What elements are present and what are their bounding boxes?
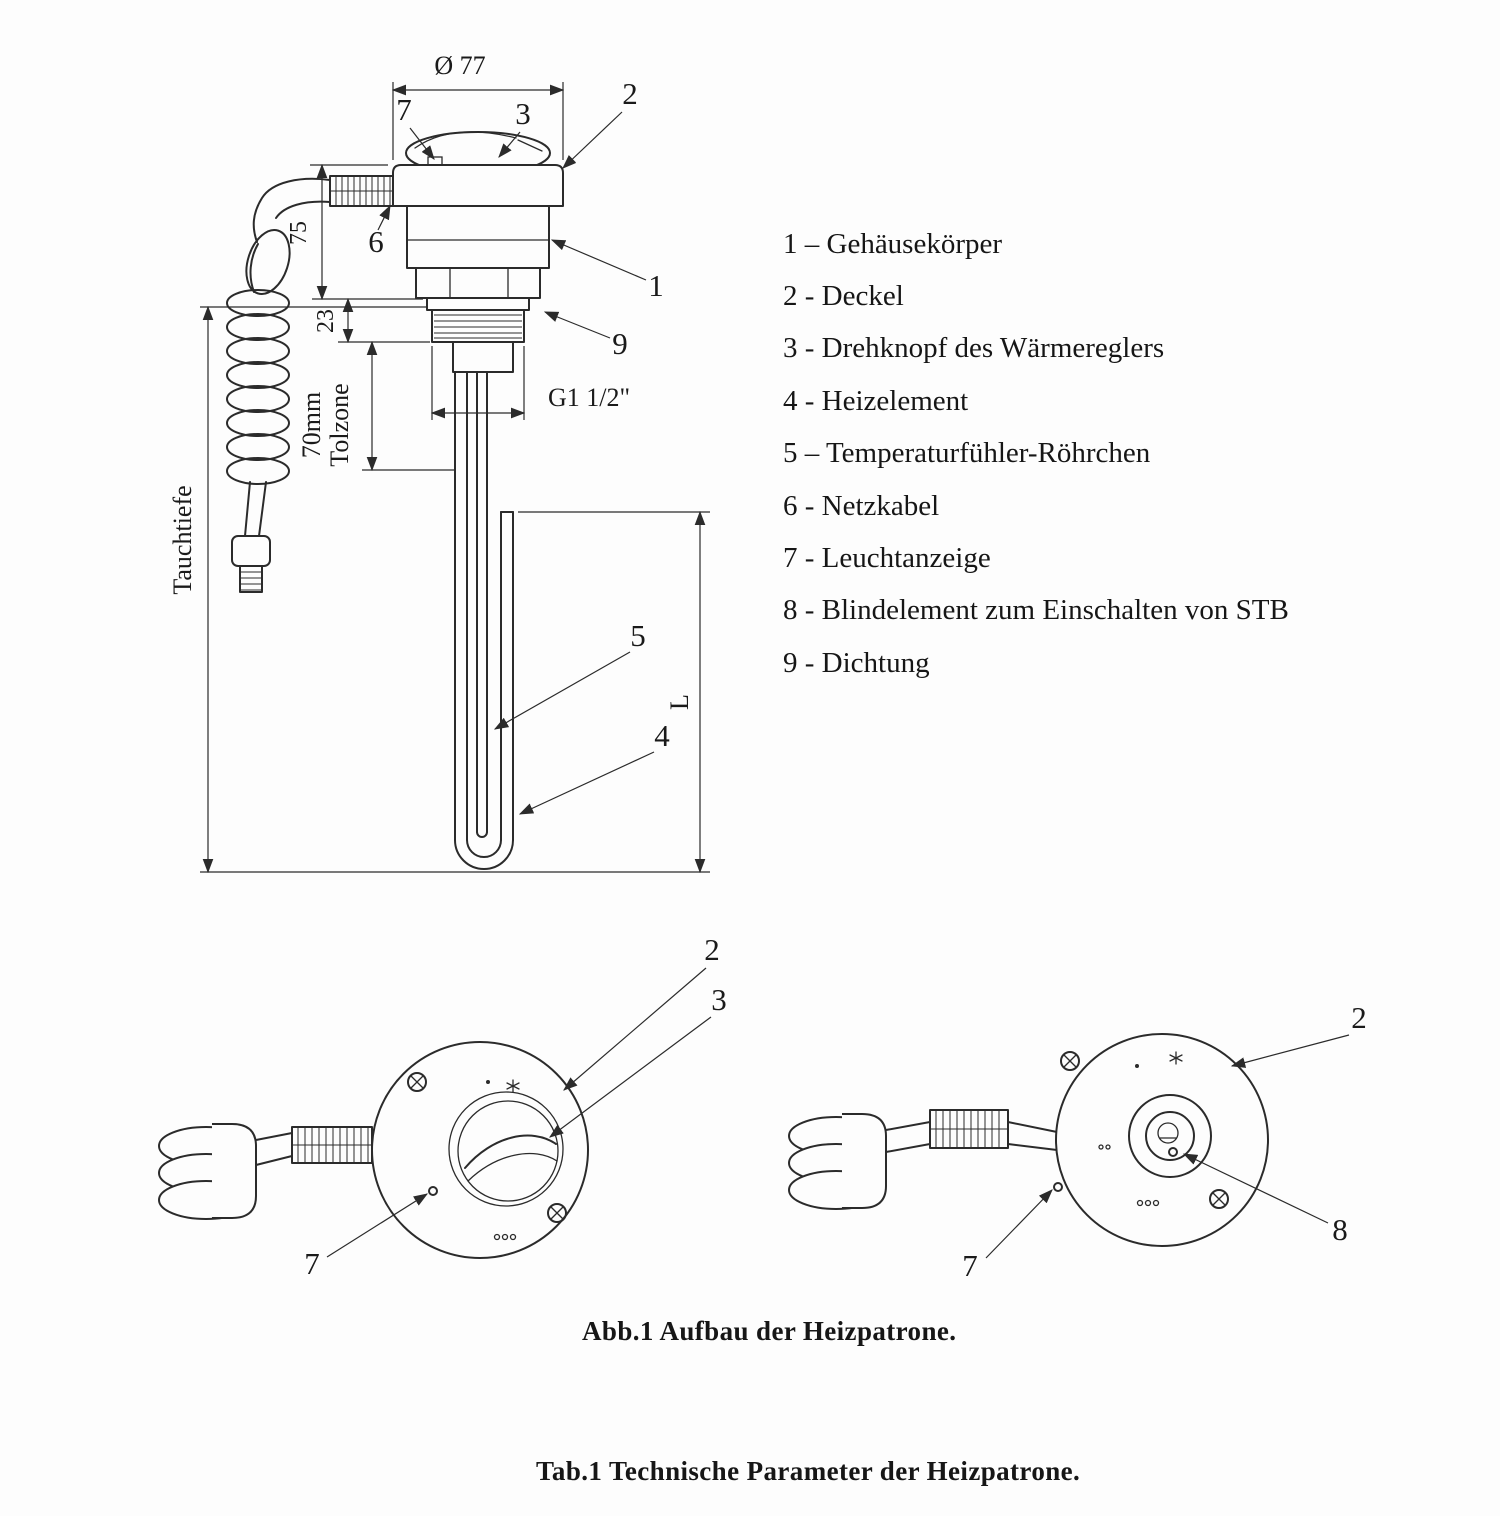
dim-thread-size: G1 1/2" bbox=[430, 346, 630, 420]
legend-item-6: 6 - Netzkabel bbox=[783, 489, 940, 522]
gasket bbox=[426, 297, 530, 311]
sensor-tube bbox=[476, 371, 488, 838]
legend-item-2: 2 - Deckel bbox=[783, 280, 904, 313]
back-view-lamp bbox=[1053, 1182, 1063, 1192]
front-view-plug bbox=[158, 1123, 257, 1220]
front-view-callouts: 2 3 7 bbox=[304, 932, 727, 1281]
callout-dichtung: 9 bbox=[612, 326, 628, 361]
callout-front-deckel: 2 bbox=[704, 932, 720, 967]
dim-diameter-label: Ø 77 bbox=[434, 51, 485, 80]
callout-leuchtanzeige: 7 bbox=[396, 92, 412, 127]
legend-item-3: 3 - Drehknopf des Wärmereglers bbox=[783, 332, 1165, 365]
hex-nut bbox=[415, 267, 541, 299]
dim-head-height: 75 bbox=[286, 163, 423, 301]
front-view-drawing: 2 3 7 bbox=[158, 932, 727, 1281]
callout-heizelement: 4 bbox=[654, 718, 670, 753]
front-view-markings bbox=[486, 1079, 520, 1241]
front-view-screw-topleft bbox=[407, 1072, 427, 1092]
callout-front-drehknopf: 3 bbox=[711, 982, 727, 1017]
dim-thread-size-label: G1 1/2" bbox=[548, 383, 630, 412]
heating-element-tube bbox=[454, 371, 514, 870]
legend-item-9: 9 - Dichtung bbox=[783, 646, 930, 679]
side-view-drawing: Ø 77 75 23 70mm Tolzone Tauchtiefe bbox=[168, 51, 710, 874]
back-view-cable-gland bbox=[929, 1109, 1009, 1149]
table-caption: Tab.1 Technische Parameter der Heizpatro… bbox=[536, 1456, 1081, 1486]
legend-item-7: 7 - Leuchtanzeige bbox=[783, 542, 991, 575]
back-view-screw-bottomright bbox=[1209, 1189, 1229, 1209]
dim-element-length: L bbox=[518, 510, 710, 874]
callout-front-leuchtanzeige: 7 bbox=[304, 1246, 320, 1281]
dim-tolzone-value: 70mm bbox=[297, 392, 326, 458]
callout-drehknopf: 3 bbox=[515, 96, 531, 131]
callout-back-deckel: 2 bbox=[1351, 1000, 1367, 1035]
thread-collar bbox=[431, 309, 525, 343]
dim-tolzone-label: Tolzone bbox=[325, 383, 354, 466]
indicator-lamp-side bbox=[427, 156, 443, 166]
parts-legend: 1 – Gehäusekörper 2 - Deckel 3 - Drehkno… bbox=[783, 218, 1289, 690]
legend-item-1: 1 – Gehäusekörper bbox=[783, 227, 1003, 260]
front-view-cover bbox=[371, 1041, 589, 1259]
back-view-plug bbox=[788, 1113, 887, 1210]
callout-back-blindelement: 8 bbox=[1332, 1212, 1348, 1247]
back-view-screw-topleft bbox=[1060, 1051, 1080, 1071]
dim-thread-height: 23 bbox=[313, 297, 430, 344]
front-view-screw-bottomright bbox=[547, 1203, 567, 1223]
housing-body bbox=[406, 205, 550, 269]
callout-fuehler: 5 bbox=[630, 618, 646, 653]
dim-element-length-label: L bbox=[665, 694, 694, 710]
dim-immersion-depth-label: Tauchtiefe bbox=[168, 485, 197, 594]
legend-item-4: 4 - Heizelement bbox=[783, 384, 969, 417]
dim-thread-height-label: 23 bbox=[313, 309, 339, 333]
dim-head-height-label: 75 bbox=[286, 221, 312, 245]
callout-back-leuchtanzeige: 7 bbox=[962, 1248, 978, 1283]
front-view-cable-gland bbox=[291, 1126, 373, 1164]
blind-element-pin bbox=[1168, 1147, 1178, 1157]
dim-diameter: Ø 77 bbox=[391, 51, 565, 160]
neck bbox=[452, 341, 514, 373]
back-view-drawing: 2 8 7 bbox=[788, 1000, 1367, 1283]
back-view-cover bbox=[1055, 1033, 1269, 1247]
power-cable bbox=[226, 175, 394, 593]
cap-outline bbox=[392, 164, 564, 207]
figure-caption: Abb.1 Aufbau der Heizpatrone. bbox=[582, 1316, 957, 1346]
back-view-markings bbox=[1098, 1051, 1183, 1207]
callout-netzkabel: 6 bbox=[368, 224, 384, 259]
front-view-lamp bbox=[428, 1186, 438, 1196]
dim-immersion-depth: Tauchtiefe bbox=[168, 305, 710, 874]
callout-deckel: 2 bbox=[622, 76, 638, 111]
dim-tolzone: 70mm Tolzone bbox=[297, 340, 455, 472]
back-view-callouts: 2 8 7 bbox=[962, 1000, 1367, 1283]
callout-gehaeuse: 1 bbox=[648, 268, 664, 303]
legend-item-5: 5 – Temperaturfühler-Röhrchen bbox=[783, 437, 1151, 470]
legend-item-8: 8 - Blindelement zum Einschalten von STB bbox=[783, 594, 1289, 627]
side-view-callouts: 2 7 3 6 1 9 5 4 bbox=[368, 76, 670, 815]
